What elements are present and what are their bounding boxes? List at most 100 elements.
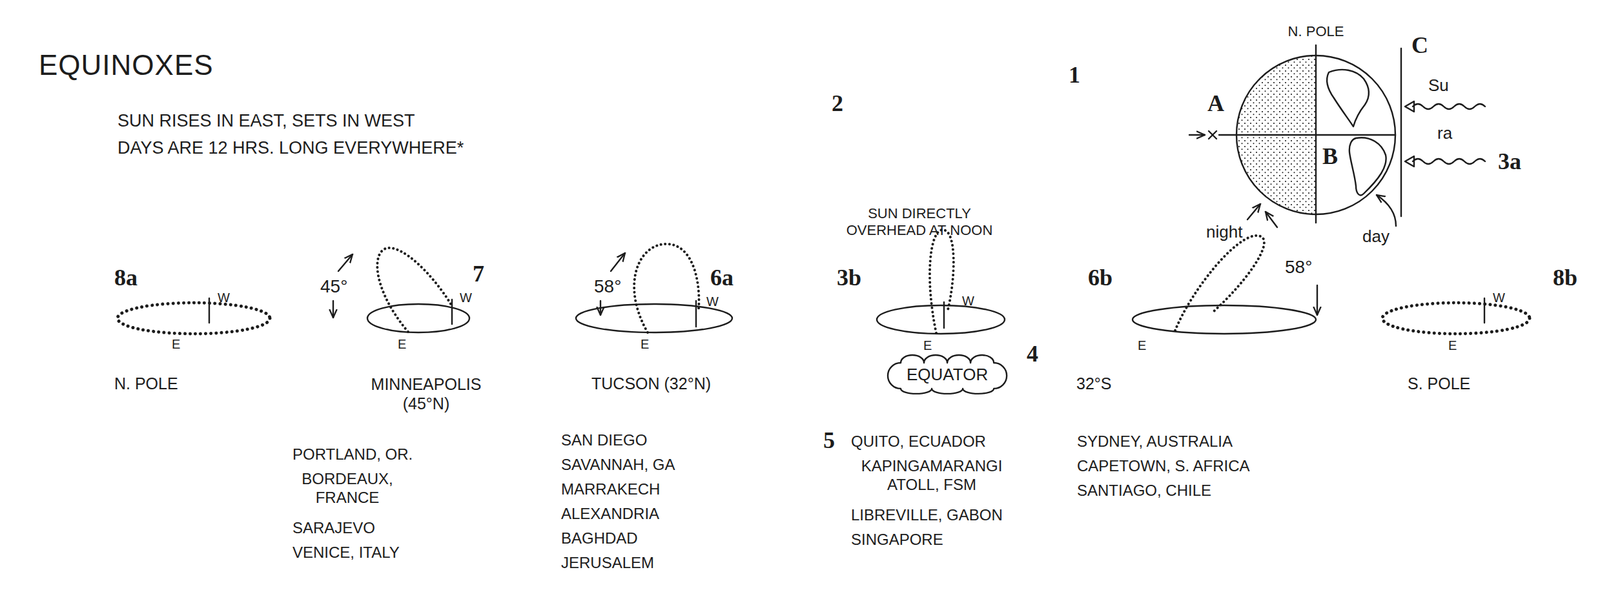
label-holder: E xyxy=(923,338,932,354)
label-holder: SAVANNAH, GA xyxy=(561,455,675,474)
label-holder: Su xyxy=(1428,76,1449,96)
callout-number: 6a xyxy=(710,264,734,292)
callout-number: 6b xyxy=(1087,264,1113,292)
label-holder: SAN DIEGO xyxy=(561,431,647,450)
day-pointer xyxy=(1376,194,1396,226)
compass-letter: W xyxy=(459,290,472,306)
label-holder: 2 xyxy=(831,90,844,117)
city-name: SARAJEVO xyxy=(292,519,376,538)
angle-arrow xyxy=(1316,285,1318,316)
sun-path xyxy=(634,244,699,333)
zenith-tick xyxy=(943,302,945,329)
label-holder: MINNEAPOLIS (45°N) xyxy=(358,374,494,414)
label-holder: 1 xyxy=(1068,61,1081,89)
compass-letter: W xyxy=(217,290,230,306)
label-holder: SINGAPORE xyxy=(851,530,944,549)
label-holder: 8b xyxy=(1552,264,1578,292)
label-holder: S. POLE xyxy=(1407,374,1471,394)
label-holder: 6a xyxy=(710,264,734,292)
plane-c-line xyxy=(1400,48,1402,217)
point-letter: B xyxy=(1322,143,1338,170)
sun-path-horizon xyxy=(117,302,270,334)
equator-sky xyxy=(876,229,1005,334)
label-holder: BORDEAUX, FRANCE xyxy=(292,470,403,508)
location-name: 32°S xyxy=(1076,374,1112,394)
callout-number: 8a xyxy=(114,264,138,292)
callout-number: 4 xyxy=(1026,340,1039,368)
label-holder: 6b xyxy=(1087,264,1113,292)
label-holder: N. POLE xyxy=(1288,23,1345,40)
city-name: SAVANNAH, GA xyxy=(561,455,675,474)
label-holder: MARRAKECH xyxy=(561,480,660,499)
angle-label: 58° xyxy=(594,276,622,298)
compass-letter: E xyxy=(397,337,407,352)
zenith-tick xyxy=(1483,298,1486,323)
label-holder: E xyxy=(1448,338,1457,354)
sun-path xyxy=(929,229,954,334)
compass-letter: E xyxy=(640,337,649,352)
label-holder: 58° xyxy=(594,276,622,298)
city-name: SAN DIEGO xyxy=(561,431,647,450)
ray-label: ra xyxy=(1437,123,1453,144)
south-32-sky xyxy=(1132,211,1318,334)
compass-letter: W xyxy=(706,294,719,310)
compass-letter: W xyxy=(1492,290,1506,306)
city-name: LIBREVILLE, GABON xyxy=(851,506,1003,525)
minneapolis-sky xyxy=(333,247,470,333)
label-holder: 5 xyxy=(823,427,835,454)
cloud-shape: EQUATOR xyxy=(885,353,1009,396)
label-holder: 8a xyxy=(114,264,138,292)
location-name: N. POLE xyxy=(114,374,179,394)
label-holder: ra xyxy=(1437,123,1453,144)
sun-ray-head xyxy=(1405,101,1415,112)
compass-letter: E xyxy=(1137,338,1147,354)
label-holder: W xyxy=(459,290,472,306)
city-name: BAGHDAD xyxy=(561,529,638,548)
label-holder: N. POLE xyxy=(114,374,179,394)
callout-number: 3a xyxy=(1497,148,1522,175)
callout-number: 3b xyxy=(836,264,862,292)
label-holder: DAYS ARE 12 HRS. LONG EVERYWHERE* xyxy=(117,138,464,159)
city-name: SYDNEY, AUSTRALIA xyxy=(1076,432,1233,451)
north-pole-sky xyxy=(117,298,270,334)
night-pointer xyxy=(1247,204,1261,220)
label-holder: 58° xyxy=(1284,256,1313,278)
sun-ray xyxy=(1412,158,1486,165)
horizon-ellipse xyxy=(367,304,470,333)
sun-ray xyxy=(1412,103,1486,110)
label-holder: B xyxy=(1322,143,1338,170)
label-holder: 3b xyxy=(836,264,862,292)
compass-letter: E xyxy=(923,338,932,354)
angle-arrow xyxy=(338,254,353,272)
day-label: day xyxy=(1362,227,1390,247)
night-label: night xyxy=(1206,222,1243,243)
observer-mark xyxy=(1208,131,1217,139)
label-holder: 4 xyxy=(1026,340,1039,368)
angle-arrow xyxy=(332,300,334,318)
globe-figure xyxy=(1189,45,1486,226)
label-holder: SYDNEY, AUSTRALIA xyxy=(1076,432,1233,451)
angle-label: 58° xyxy=(1284,256,1313,278)
observer-arrow xyxy=(1189,134,1205,136)
label-holder: W xyxy=(1492,290,1506,306)
label-holder: C xyxy=(1411,32,1429,59)
city-name: JERUSALEM xyxy=(561,553,655,573)
location-name: TUCSON (32°N) xyxy=(591,374,711,394)
label-holder: E xyxy=(397,337,407,352)
label-holder: night xyxy=(1206,222,1243,243)
location-name: MINNEAPOLIS (45°N) xyxy=(358,374,494,414)
label-holder: QUITO, ECUADOR xyxy=(851,432,986,451)
label-holder: W xyxy=(962,293,975,309)
callout-number: 8b xyxy=(1552,264,1578,292)
cloud-label: EQUATOR xyxy=(906,365,988,385)
sun-ray-head xyxy=(1405,156,1415,167)
label-holder: PORTLAND, OR. xyxy=(292,445,413,464)
city-name: CAPETOWN, S. AFRICA xyxy=(1076,457,1251,476)
label-holder: E xyxy=(1137,338,1147,354)
label-holder: BAGHDAD xyxy=(561,529,638,548)
city-name: KAPINGAMARANGI ATOLL, FSM xyxy=(851,457,1013,495)
title-holder: EQUINOXES xyxy=(38,49,214,83)
compass-letter: E xyxy=(1448,338,1457,354)
angle-label: 45° xyxy=(320,276,348,298)
